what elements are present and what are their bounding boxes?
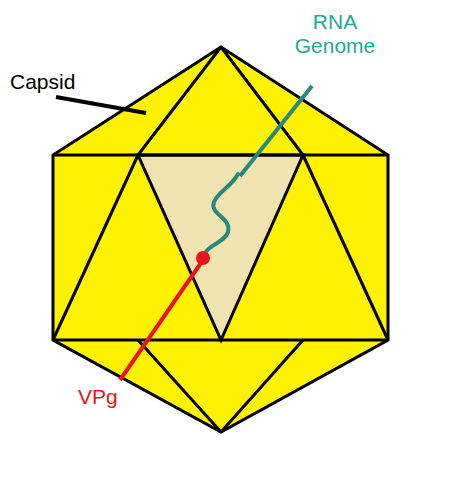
capsid-edges [53,47,388,432]
part-label: RNA Genome [290,10,380,58]
rna-strand [203,174,238,258]
part-label: Capsid [10,70,130,94]
capsid-face [138,155,303,340]
leader-line [120,260,203,380]
leader-line [240,86,312,176]
part-label: VPg [78,385,158,409]
leader-line [56,97,146,113]
capsid-outline [53,47,388,432]
